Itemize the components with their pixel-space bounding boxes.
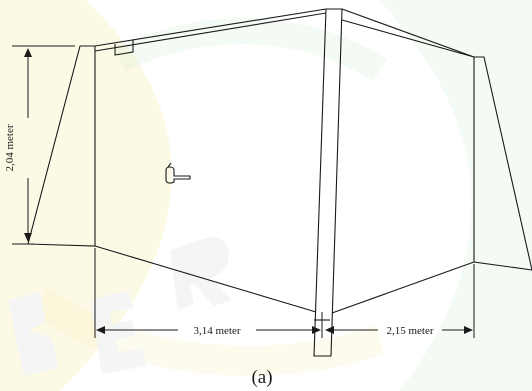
left-width-label: 3,14 meter <box>193 325 240 337</box>
height-arrow-top <box>24 48 32 57</box>
watermark-letter-b <box>8 292 58 376</box>
watermark-green-arc <box>114 18 387 82</box>
height-dimension: 2,04 meter <box>4 45 75 245</box>
right-width-dimension: 2,15 meter <box>325 264 475 338</box>
watermark-letter-e <box>90 290 146 374</box>
right-width-arrow-right <box>464 326 473 334</box>
watermark-letter-r <box>170 237 232 310</box>
right-width-arrow-left <box>325 326 334 334</box>
right-width-label: 2,15 meter <box>386 325 433 337</box>
watermark-letters <box>8 237 232 376</box>
central-post <box>313 8 343 357</box>
faucet-icon <box>165 162 191 184</box>
height-label: 2,04 meter <box>4 124 16 171</box>
height-arrow-bottom <box>24 233 32 242</box>
left-width-dimension: 3,14 meter <box>94 248 323 338</box>
left-width-arrow-left <box>96 326 105 334</box>
watermark-yellow-band <box>0 0 172 391</box>
top-edge-right-outer <box>341 8 475 58</box>
left-width-arrow-right <box>312 326 321 334</box>
top-inlet <box>114 40 134 56</box>
right-wall <box>473 56 532 271</box>
watermark-green-band <box>379 0 532 391</box>
bottom-edge-left <box>94 245 317 313</box>
top-edge-left <box>94 8 327 47</box>
bottom-edge-right <box>331 261 475 314</box>
figure-caption: (a) <box>251 367 272 388</box>
top-edge-right-inner <box>341 19 475 58</box>
